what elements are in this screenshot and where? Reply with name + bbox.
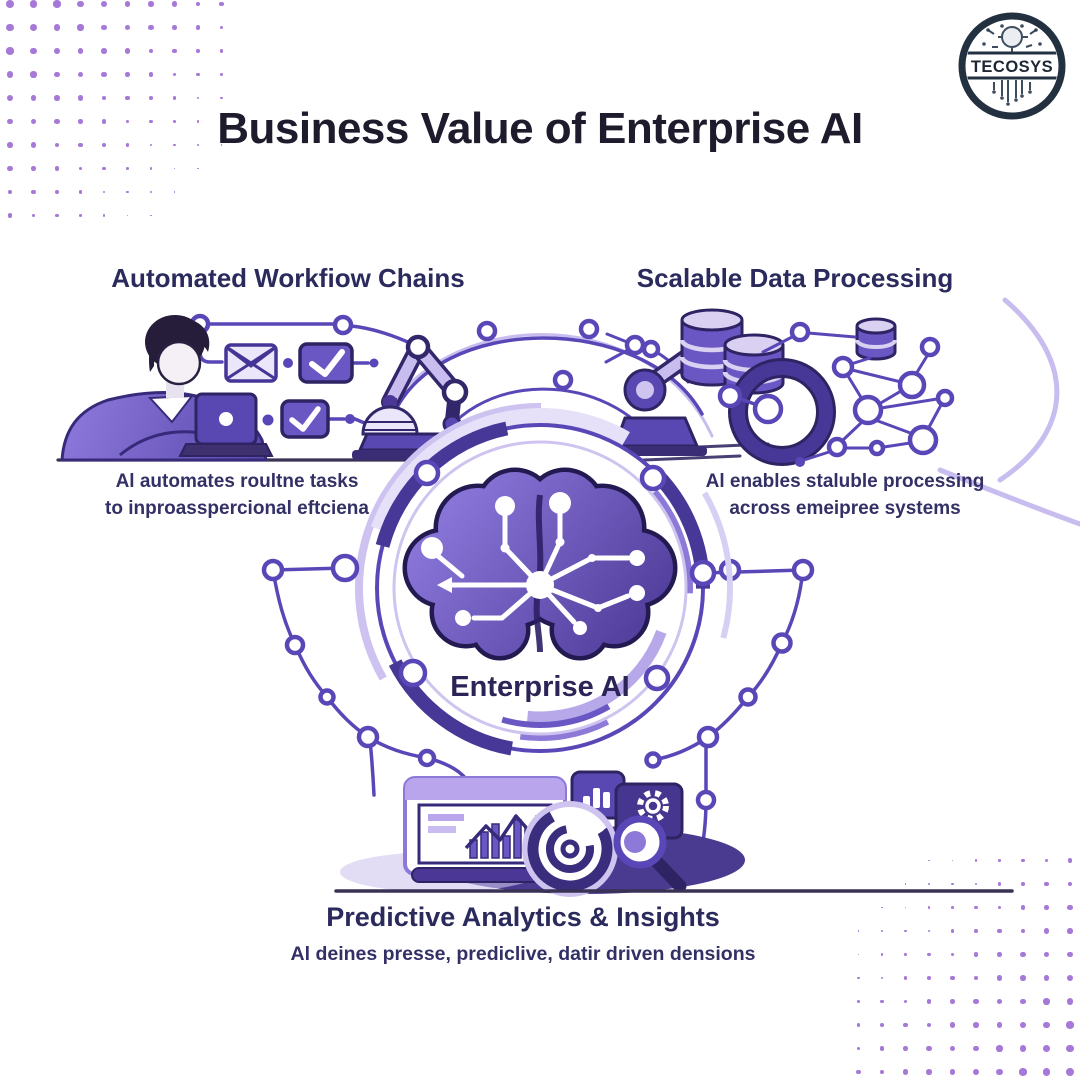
gear-icon: [637, 790, 669, 822]
data-ring-icon: [717, 358, 836, 466]
email-icon: [224, 343, 278, 383]
gauge-icon: [522, 801, 618, 897]
magnifier-icon: [613, 815, 687, 893]
hub-label: Enterprise AI: [450, 671, 630, 703]
hub-ring-nodes: [330, 459, 717, 692]
enterprise-ai-hub: [330, 395, 733, 781]
workflow-illustration: [60, 313, 469, 462]
caption-scalable-line1: Al enables staluble processing: [705, 471, 985, 492]
checkbox-icon-1: [298, 342, 354, 384]
checkbox-icon-2: [280, 399, 330, 439]
caption-workflow-line2: to inproasspercional eftciena: [105, 498, 369, 519]
caption-scalable: Al enables staluble processing across em…: [645, 468, 1045, 522]
page-title: Business Value of Enterprise AI: [217, 104, 863, 153]
database-icon-small: [855, 317, 897, 361]
caption-workflow-line1: Al automates roultne tasks: [115, 471, 359, 492]
section-heading-predictive: Predictive Analytics & Insights: [326, 902, 720, 932]
scalable-illustration: [604, 308, 955, 467]
network-nodes-icon: [604, 321, 955, 467]
logo-text: TECOSYS: [971, 58, 1053, 76]
brain-circuit-icon: [402, 467, 678, 661]
caption-scalable-line2: across emeipree systems: [729, 498, 961, 519]
tecosys-logo: TECOSYS: [958, 12, 1066, 120]
caption-workflow: Al automates roultne tasks to inproasspe…: [37, 468, 437, 522]
dashboard-chart-icon: [403, 776, 567, 883]
caption-predictive: Al deines presse, prediclive, datir driv…: [290, 943, 756, 965]
section-heading-scalable: Scalable Data Processing: [636, 263, 954, 293]
connector-chain-left: [261, 558, 472, 797]
predictive-illustration: [340, 770, 745, 897]
section-heading-workflow: Automated Workfiow Chains: [111, 263, 465, 293]
logo-circuit-pattern: [966, 24, 1058, 106]
person-laptop-icon: [60, 315, 274, 462]
